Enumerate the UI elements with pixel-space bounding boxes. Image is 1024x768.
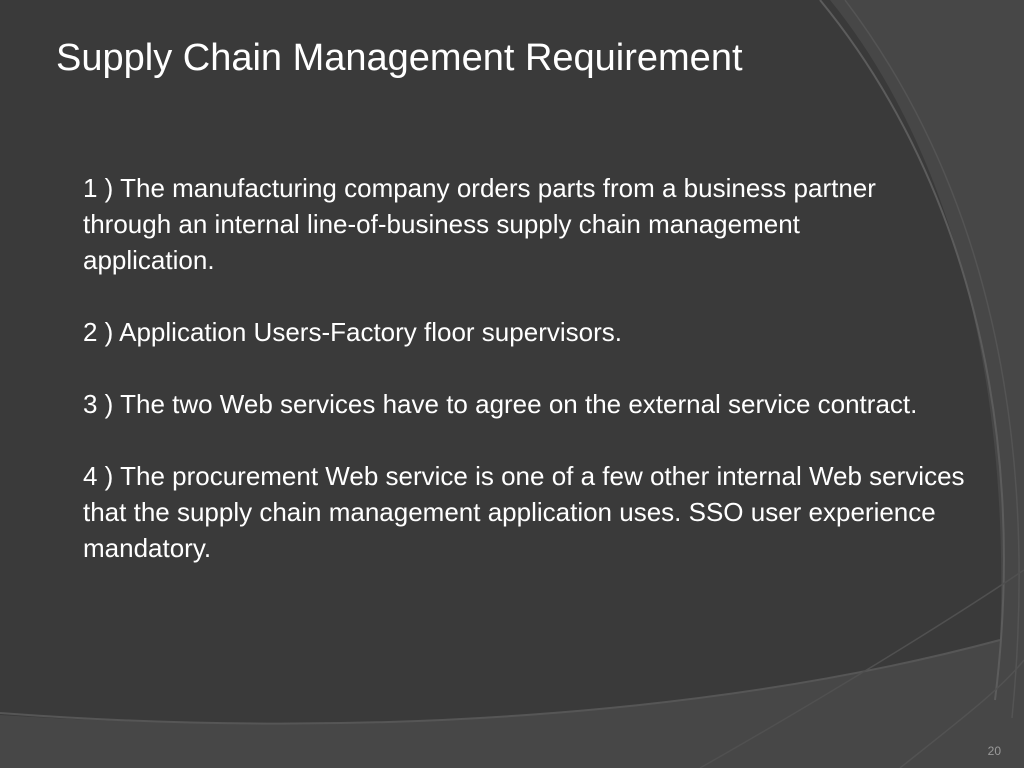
- requirement-paragraph-2: 2 ) Application Users-Factory floor supe…: [83, 317, 622, 347]
- slide-body: 1 ) The manufacturing company orders par…: [83, 170, 988, 602]
- requirement-paragraph-3: 3 ) The two Web services have to agree o…: [83, 389, 918, 419]
- slide-page-number: 20: [987, 744, 1001, 758]
- requirement-paragraph-4: 4 ) The procurement Web service is one o…: [83, 461, 965, 563]
- slide-title: Supply Chain Management Requirement: [56, 37, 743, 79]
- requirement-paragraph-1: 1 ) The manufacturing company orders par…: [83, 173, 876, 275]
